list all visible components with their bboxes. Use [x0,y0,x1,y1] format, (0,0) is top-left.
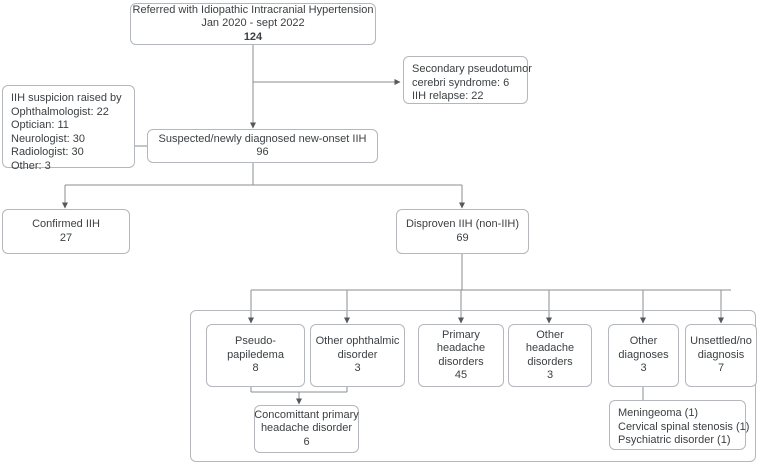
other-ophthalmic-line1: Other ophthalmic [315,335,400,348]
other-diagnoses-count: 3 [640,362,647,375]
suspicion-source-other: Other: 3 [11,159,51,172]
secondary-line3: IIH relapse: 22 [412,90,484,102]
other-ophthalmic-line2: disorder [337,348,378,361]
unsettled-line2: diagnosis [697,348,745,361]
suspicion-source-title: IIH suspicion raised by [11,92,122,104]
primary-headache-line3: disorders [438,355,484,368]
node-pseudopapilledema: Pseudo- papiledema 8 [206,324,305,387]
node-secondary-pseudotumor: Secondary pseudotumor cerebri syndrome: … [403,56,532,104]
primary-headache-line1: Primary [442,328,480,341]
other-diagnoses-line1: Other [629,335,658,348]
pseudopapilledema-line1: Pseudo- [235,335,276,348]
other-diagnoses-line2: diagnoses [618,348,669,361]
node-disproven-iih: Disproven IIH (non-IIH) 69 [396,209,529,254]
node-concomittant-headache: Concomittant primary headache disorder 6 [254,405,359,453]
confirmed-label: Confirmed IIH [32,218,100,230]
other-ophthalmic-count: 3 [354,362,361,375]
node-other-ophthalmic-disorder: Other ophthalmic disorder 3 [310,324,405,387]
disproven-label: Disproven IIH (non-IIH) [405,218,520,230]
suspicion-source-radiologist: Radiologist: 30 [11,146,84,158]
other-headache-count: 3 [546,369,554,381]
primary-headache-line2: headache [436,342,486,354]
node-other-headache-disorders: Other headache disorders 3 [508,324,592,387]
secondary-line1: Secondary pseudotumor [412,63,532,75]
node-primary-headache-disorders: Primary headache disorders 45 [418,324,504,387]
node-confirmed-iih: Confirmed IIH 27 [2,209,130,254]
node-other-diagnoses: Other diagnoses 3 [608,324,679,387]
pseudopapilledema-line2: papiledema [227,348,284,361]
other-headache-line3: disorders [527,355,573,368]
other-headache-line2: headache [525,342,575,354]
node-referred-count: 124 [243,30,263,43]
pseudopapilledema-count: 8 [252,362,259,375]
other-diagnoses-detail-line1: Meningeoma (1) [618,407,699,419]
node-suspected-new-onset: Suspected/newly diagnosed new-onset IIH … [147,129,378,163]
concomittant-count: 6 [303,435,310,448]
other-diagnoses-detail-line3: Psychiatric disorder (1) [618,434,731,446]
node-suspicion-source: IIH suspicion raised by Ophthalmologist:… [2,85,135,172]
other-diagnoses-detail-line2: Cervical spinal stenosis (1) [618,420,750,433]
unsettled-line1: Unsettled/no [690,335,752,348]
concomittant-line2: headache disorder [260,422,353,435]
disproven-count: 69 [456,231,469,244]
suspected-count: 96 [256,146,269,158]
unsettled-count: 7 [717,362,725,375]
other-headache-line1: Other [536,328,564,341]
confirmed-count: 27 [59,231,73,244]
suspicion-source-neurologist: Neurologist: 30 [11,132,85,145]
node-unsettled-no-diagnosis: Unsettled/no diagnosis 7 [685,324,757,387]
node-referred: Referred with Idiopathic Intracranial Hy… [130,3,376,45]
suspected-label: Suspected/newly diagnosed new-onset IIH [158,132,367,145]
primary-headache-count: 45 [454,369,468,381]
node-referred-line1: Referred with Idiopathic Intracranial Hy… [132,3,374,16]
secondary-line2: cerebri syndrome: 6 [412,76,510,89]
node-referred-line2: Jan 2020 - sept 2022 [201,17,305,30]
suspicion-source-ophthalmologist: Ophthalmologist: 22 [11,105,109,118]
node-other-diagnoses-detail: Meningeoma (1) Cervical spinal stenosis … [609,400,750,450]
suspicion-source-optician: Optician: 11 [11,119,69,131]
non-iih-breakdown-group [190,310,756,462]
concomittant-line1: Concomittant primary [254,408,359,421]
